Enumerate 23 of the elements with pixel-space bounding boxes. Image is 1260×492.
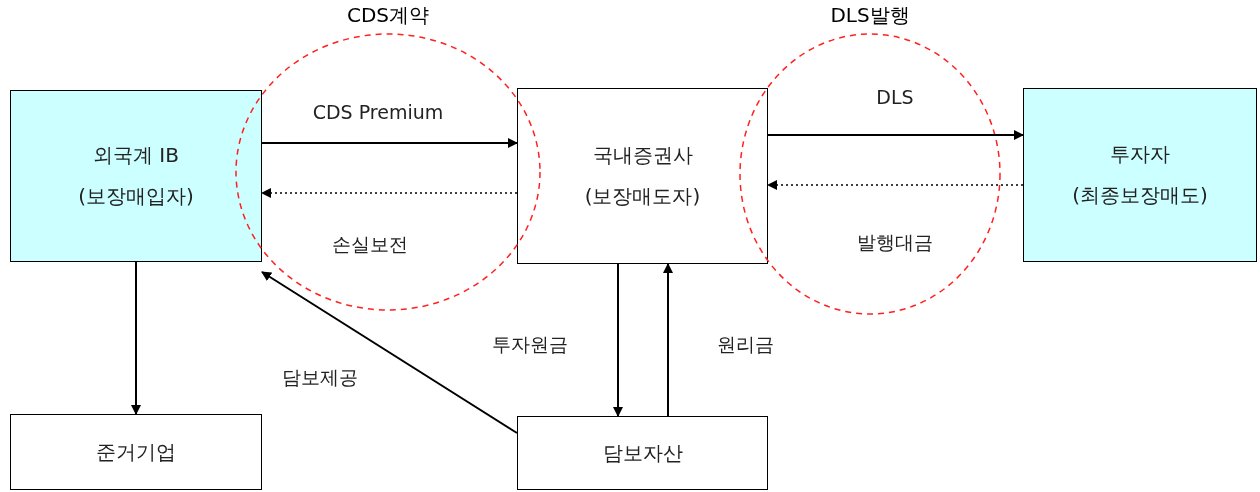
arrow: [767, 130, 1024, 140]
dotted-arrow: [261, 188, 518, 198]
arrow: [663, 263, 673, 417]
entity-box: [517, 88, 768, 264]
node-label: 담보자산: [602, 439, 683, 467]
entity-box: [10, 414, 262, 490]
arrow: [131, 261, 141, 415]
node-label: 외국계 IB: [93, 142, 179, 169]
entity-box: [1023, 88, 1257, 262]
arrow: [613, 263, 623, 417]
entity-box: [517, 416, 768, 490]
arrow: [261, 271, 518, 434]
node-label: 준거기업: [96, 438, 176, 466]
node-label: (최종보장매도): [1072, 182, 1208, 209]
node-label: (보장매도자): [584, 183, 701, 210]
node-label: 투자자: [1110, 141, 1170, 168]
entity-box: [10, 90, 262, 262]
dotted-arrow: [767, 180, 1024, 190]
node-label: 국내증권사: [592, 142, 693, 169]
node-label: (보장매입자): [78, 183, 194, 210]
group-title: DLS발행: [829, 2, 911, 29]
arrow: [261, 138, 518, 148]
group-title: CDS계약: [345, 2, 431, 29]
